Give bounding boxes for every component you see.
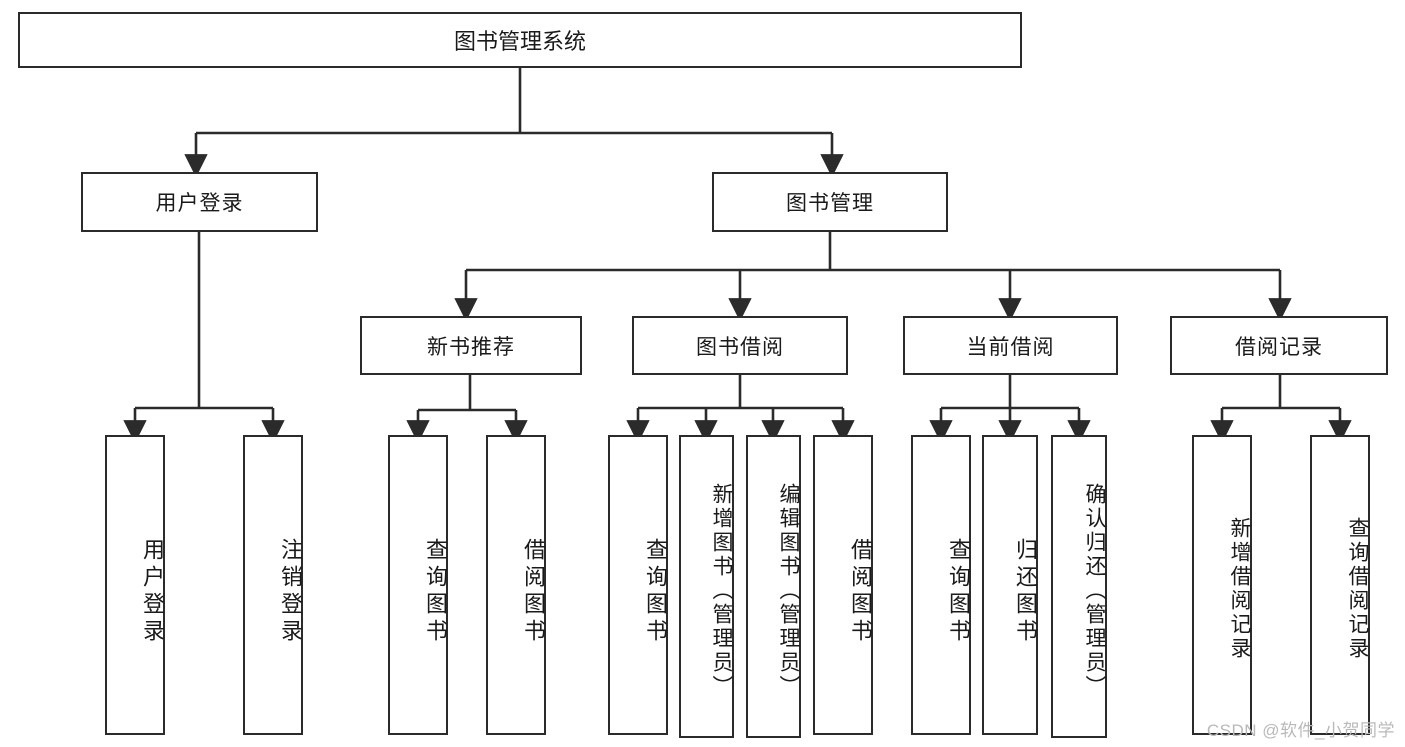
node-book-management[interactable]: 图书管理: [712, 172, 948, 232]
node-new-book-recommend[interactable]: 新书推荐: [360, 316, 582, 375]
node-leaf-add-borrow-record[interactable]: 新增借阅记录: [1192, 435, 1252, 735]
node-label: 当前借阅: [966, 335, 1055, 359]
node-label: 确认归还（管理员）: [1083, 482, 1106, 699]
node-label: 借阅记录: [1235, 335, 1323, 359]
node-label: 图书借阅: [696, 335, 784, 359]
node-book-management-system[interactable]: 图书管理系统: [18, 12, 1022, 68]
node-book-borrow[interactable]: 图书借阅: [632, 316, 848, 375]
node-leaf-query-book-3[interactable]: 查询图书: [911, 435, 971, 735]
node-label: 查询图书: [423, 538, 448, 646]
node-label: 注销登录: [278, 538, 303, 646]
node-leaf-confirm-return[interactable]: 确认归还（管理员）: [1051, 435, 1107, 738]
node-label: 新增图书（管理员）: [710, 482, 733, 699]
node-current-borrow[interactable]: 当前借阅: [903, 316, 1118, 375]
node-leaf-add-book[interactable]: 新增图书（管理员）: [679, 435, 734, 738]
node-label: 用户登录: [155, 192, 244, 215]
node-leaf-borrow-book-1[interactable]: 借阅图书: [486, 435, 546, 735]
node-leaf-query-book-2[interactable]: 查询图书: [608, 435, 668, 735]
node-leaf-edit-book[interactable]: 编辑图书（管理员）: [746, 435, 801, 738]
node-leaf-borrow-book-2[interactable]: 借阅图书: [813, 435, 873, 735]
node-label: 图书管理系统: [453, 29, 586, 54]
node-borrow-record[interactable]: 借阅记录: [1170, 316, 1388, 375]
node-leaf-return-book[interactable]: 归还图书: [982, 435, 1038, 735]
csdn-watermark: CSDN @软件_小贺同学: [1206, 721, 1395, 740]
node-label: 编辑图书（管理员）: [777, 482, 800, 699]
node-label: 新书推荐: [427, 335, 515, 359]
node-label: 借阅图书: [521, 538, 546, 646]
node-leaf-logout-login[interactable]: 注销登录: [243, 435, 303, 735]
node-label: 查询图书: [946, 538, 971, 646]
node-label: 归还图书: [1013, 538, 1038, 646]
node-label: 查询借阅记录: [1346, 517, 1369, 661]
node-label: 用户登录: [140, 538, 165, 646]
node-label: 借阅图书: [848, 538, 873, 646]
node-leaf-query-book-1[interactable]: 查询图书: [388, 435, 448, 735]
node-user-login[interactable]: 用户登录: [81, 172, 318, 232]
node-label: 图书管理: [786, 192, 874, 215]
node-label: 查询图书: [643, 538, 668, 646]
node-leaf-user-login[interactable]: 用户登录: [105, 435, 165, 735]
node-leaf-query-borrow-record[interactable]: 查询借阅记录: [1310, 435, 1370, 735]
node-label: 新增借阅记录: [1228, 517, 1251, 661]
